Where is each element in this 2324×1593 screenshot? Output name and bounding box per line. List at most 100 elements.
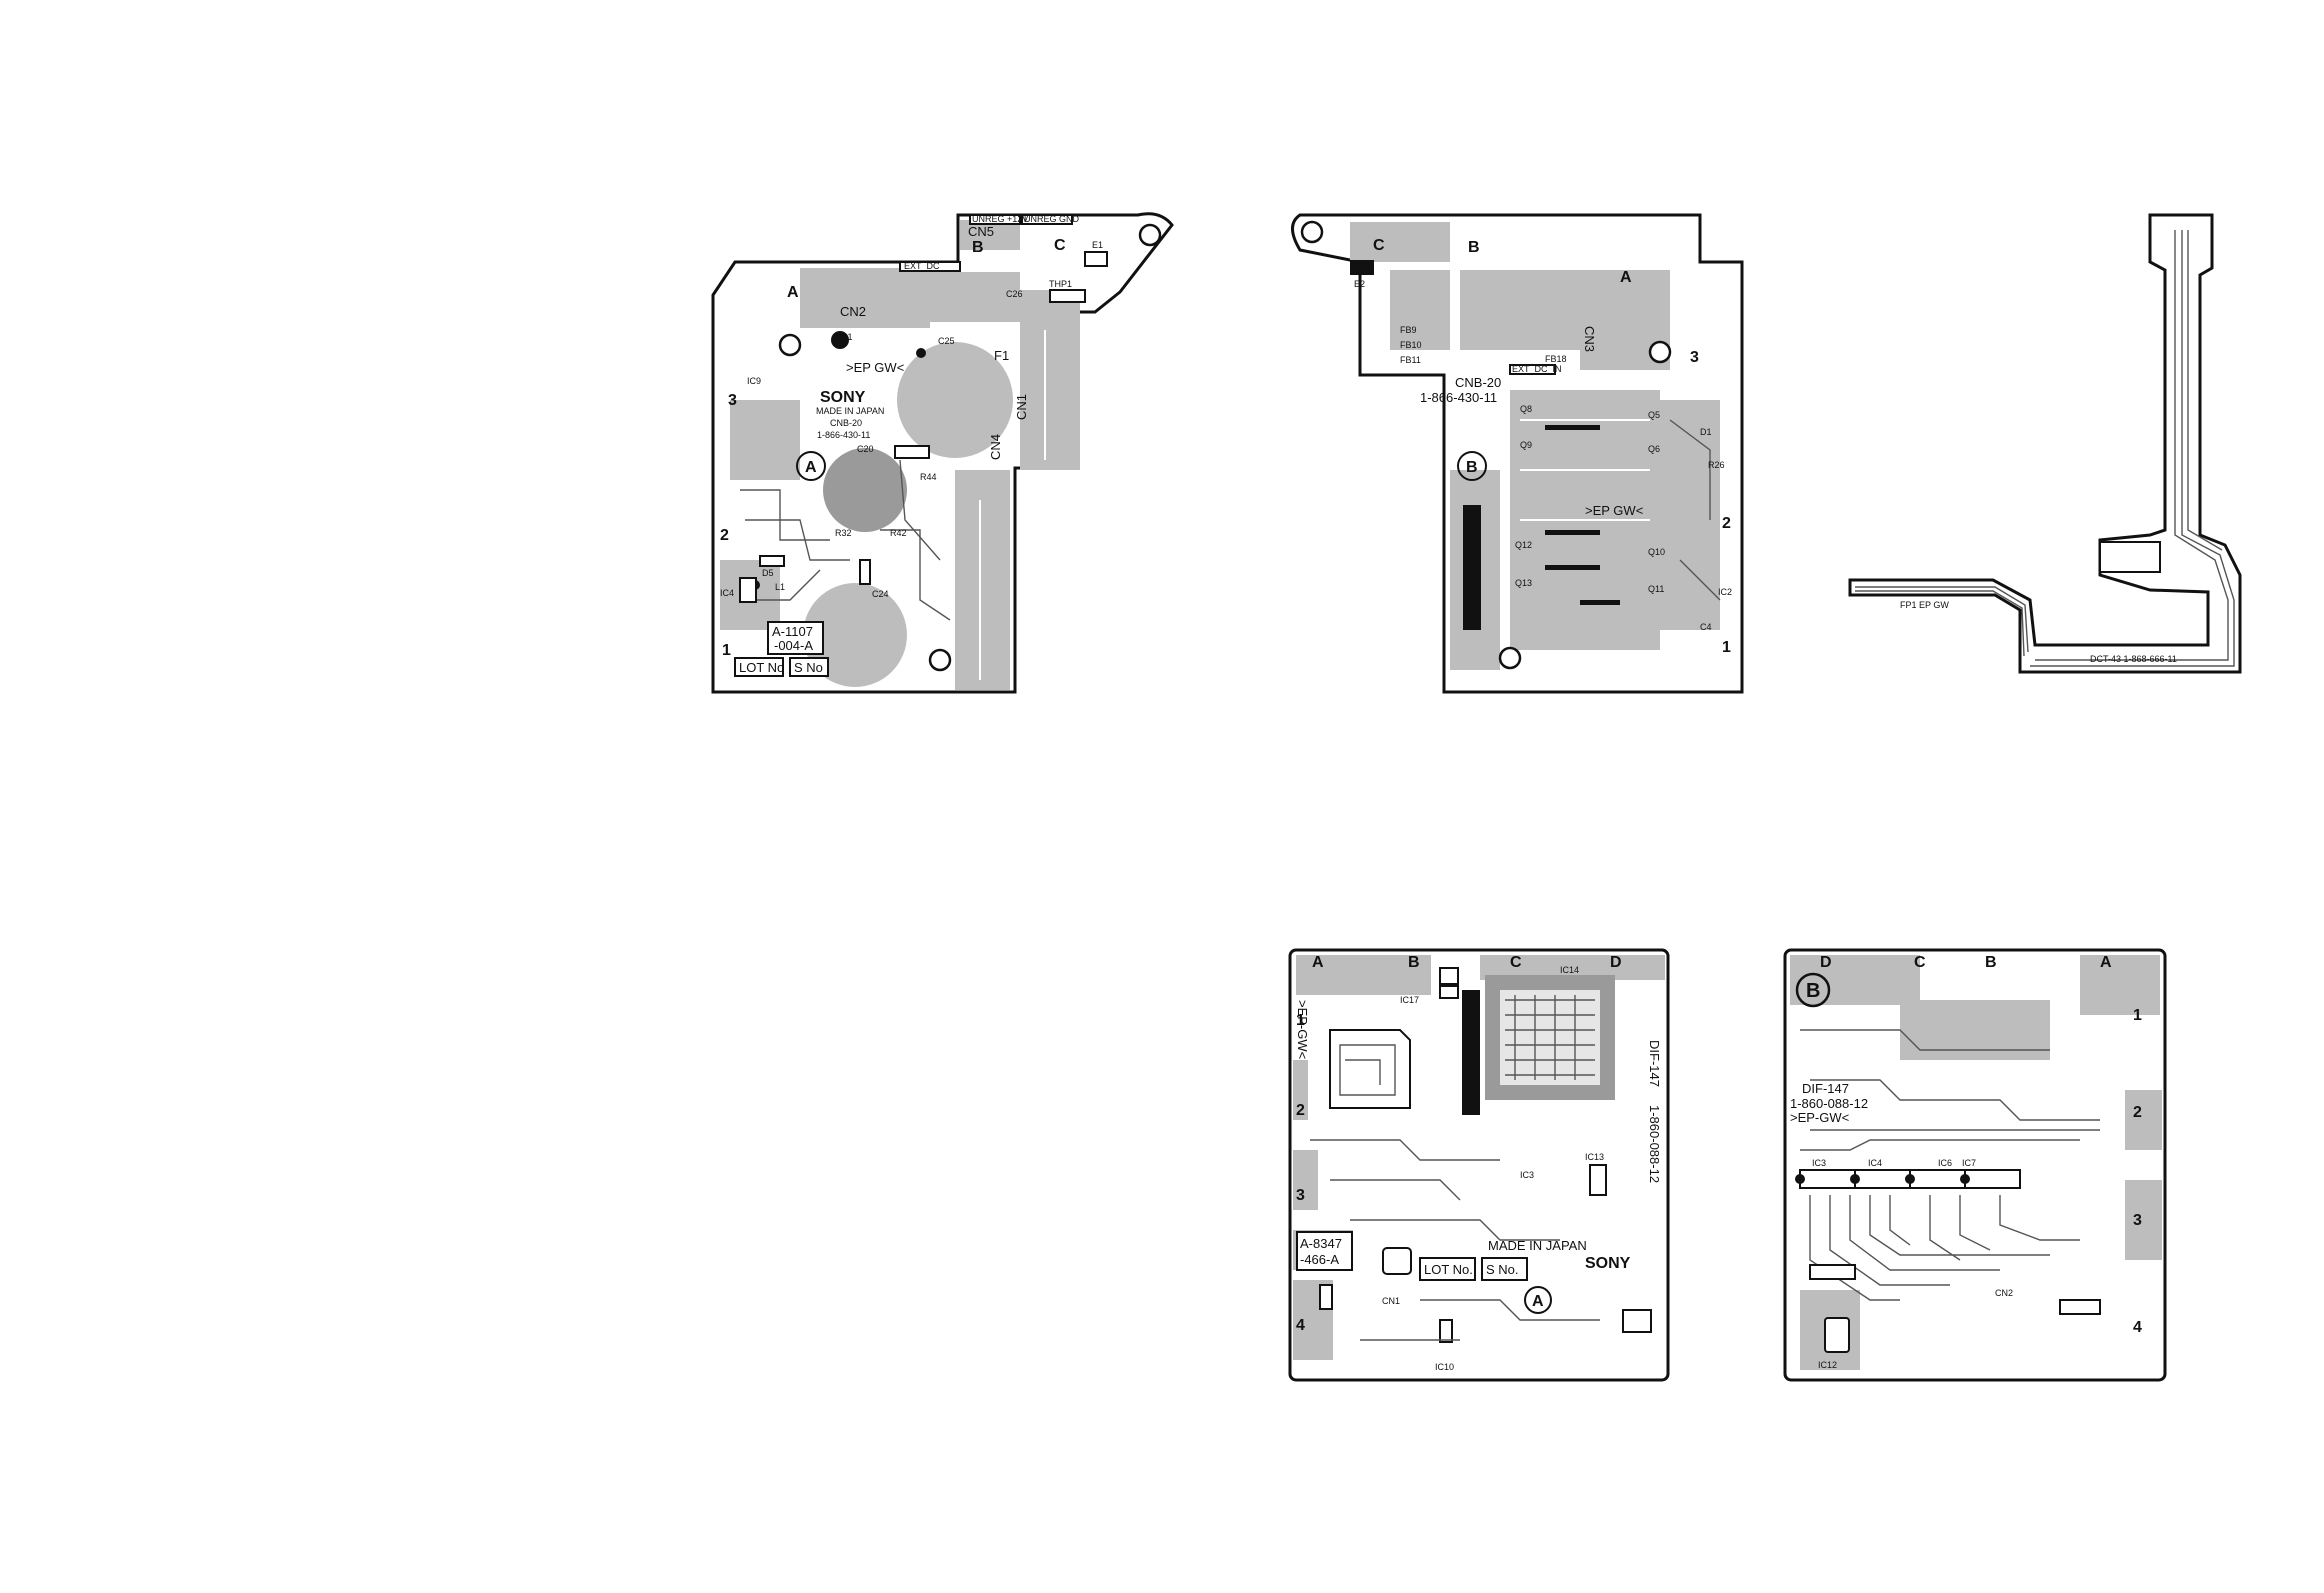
copper-pour [955, 470, 1010, 690]
cnb-b-pad [1545, 425, 1600, 430]
dif-a-a-label: A [1312, 954, 1324, 971]
cnb-a-assy-number-1: A-1107 [772, 624, 813, 639]
cnb-b-c4: C4 [1700, 622, 1712, 632]
via-pad [1905, 1174, 1915, 1184]
dif-a-sno-box [1481, 1257, 1528, 1281]
cnb-a-unreg-gnd: UNREG GND [1024, 214, 1080, 224]
cnb-b-q8: Q8 [1520, 404, 1532, 414]
cnb-b-fb10: FB10 [1400, 340, 1422, 350]
cnb-b-q13: Q13 [1515, 578, 1532, 588]
dif-a-ic17-label: IC17 [1400, 995, 1419, 1005]
cnb-a-cn2-label: CN2 [840, 304, 866, 319]
dif-b-outline [1783, 948, 2167, 1382]
dif-a-tp1-pad [1439, 967, 1459, 985]
cnb-b-q5: Q5 [1648, 410, 1660, 420]
capacitor-c25-pad [897, 342, 1013, 458]
cnb-a-fb1-label: FB1 [836, 332, 853, 342]
cnb-b-side-mark-circle [1457, 451, 1487, 481]
dif-b-ic4-body [1854, 1169, 1911, 1189]
cnb-a-side-mark: A [805, 459, 817, 476]
dif-a-lot-box [1419, 1257, 1476, 1281]
component-unreg-12v-label [969, 214, 1021, 225]
dif-b-ic12-body [1824, 1317, 1850, 1353]
cnb-b-fb11: FB11 [1400, 355, 1421, 365]
cnb-b-q12: Q12 [1515, 540, 1532, 550]
cnb-board-side-a: CN5 B C A E1 CN2 C26 THP1 FB1 C25 F1 CN1… [711, 212, 1174, 694]
cnb-a-c20-label: C20 [857, 444, 874, 454]
dif-b-b-label: B [1985, 954, 1997, 971]
cnb-a-c24-label: C24 [872, 589, 889, 599]
dif-b-ic12-label: IC12 [1818, 1360, 1837, 1370]
flex-trace [2187, 230, 2223, 551]
cnb-b-pad [1545, 530, 1600, 535]
dif-b-cn2-label: CN2 [1995, 1288, 2013, 1298]
cnb-a-sno-box [789, 657, 829, 677]
dif-a-assy-number-2: -466-A [1300, 1252, 1339, 1267]
cnb-a-ic9-label: IC9 [747, 376, 761, 386]
dif-a-ic17-body [1329, 1029, 1411, 1109]
cnb-b-q9: Q9 [1520, 440, 1532, 450]
dif-a-ic14-body [1500, 990, 1600, 1085]
component-ext-dc-label [899, 261, 961, 272]
dif-b-c-label: C [1914, 954, 1926, 971]
cnb-b-ext-dc-in-box [1509, 364, 1556, 375]
cnb-a-s-no: S No [794, 660, 823, 675]
dif-a-num3: 3 [1296, 1187, 1305, 1204]
cnb-b-b-label: B [1468, 239, 1480, 256]
dif-b-d-label: D [1820, 954, 1832, 971]
flex-trace [1855, 586, 2029, 653]
pcb-trace [1669, 419, 1721, 601]
dif-board-side-b: D C B A B DIF-147 1-860-088-12 >EP-GW< I… [1783, 948, 2167, 1382]
cnb-a-assy-box [767, 621, 824, 655]
pcb-trace [1520, 419, 1650, 521]
dif-a-num1: 1 [1296, 1012, 1305, 1029]
copper-pour [730, 400, 800, 480]
cnb-b-fb18: FB18 [1545, 354, 1567, 364]
copper-pour [1790, 955, 1920, 1005]
dif-b-ic6-label: IC6 [1938, 1158, 1952, 1168]
dif-a-assy-number-1: A-8347 [1300, 1236, 1342, 1251]
dif-a-ic13-body [1589, 1164, 1607, 1196]
pcb-trace [1310, 1139, 1600, 1341]
mounting-hole [1648, 340, 1672, 364]
cnb-b-ext-dc-in: EXT_DC_IN [1512, 364, 1562, 374]
pcb-trace [1339, 1044, 1396, 1096]
cnb-a-side-mark-circle [796, 451, 826, 481]
dif-b-ic7-body [1964, 1169, 2021, 1189]
cnb-b-fb9: FB9 [1400, 325, 1417, 335]
component-ic4 [739, 577, 757, 603]
cnb-b-num3: 3 [1690, 349, 1699, 366]
pcb-trace [1505, 995, 1595, 1080]
dif-a-sony: SONY [1585, 1255, 1631, 1272]
cnb-a-thp1-label: THP1 [1049, 279, 1072, 289]
cnb-a-num3: 3 [728, 392, 737, 409]
dif-a-component [1319, 1284, 1333, 1310]
dif-a-num4: 4 [1296, 1317, 1305, 1334]
cnb-b-q10: Q10 [1648, 547, 1665, 557]
component-unreg-label [894, 445, 930, 459]
cnb-a-d5-label: D5 [762, 568, 774, 578]
pcb-trace [1800, 1029, 2100, 1151]
dif-a-ic10-label: IC10 [1435, 1362, 1454, 1372]
copper-pour [930, 272, 1020, 322]
cnb-a-e1-label: E1 [1092, 240, 1103, 250]
via-pad [1850, 1174, 1860, 1184]
cnb-a-cn1-label: CN1 [1014, 394, 1029, 420]
cnb-a-num2: 2 [720, 527, 729, 544]
dif-a-cn1-body [1382, 1247, 1412, 1275]
mounting-hole [1498, 646, 1522, 670]
cnb-b-black-pad [1463, 505, 1481, 630]
dif-b-side-mark: B [1806, 980, 1820, 1002]
cnb-a-board-number: 1-866-430-11 [817, 430, 870, 440]
pcb-trace [880, 529, 951, 621]
dif-b-ic3-label: IC3 [1812, 1158, 1826, 1168]
cnb-a-f1-label: F1 [994, 348, 1009, 363]
component-e1 [1084, 251, 1108, 267]
cnb-a-r44-label: R44 [920, 472, 937, 482]
cnb-b-pad [1545, 565, 1600, 570]
cnb-a-ep-gw-label: >EP GW< [846, 360, 904, 375]
cnb-b-e2-label: E2 [1354, 279, 1365, 289]
dif-board-side-a: A B C D IC14 IC17 IC13 IC3 IC10 CN1 >EP-… [1288, 948, 1670, 1382]
dif-a-c-label: C [1510, 954, 1522, 971]
dif-b-ic3-body [1799, 1169, 1856, 1189]
